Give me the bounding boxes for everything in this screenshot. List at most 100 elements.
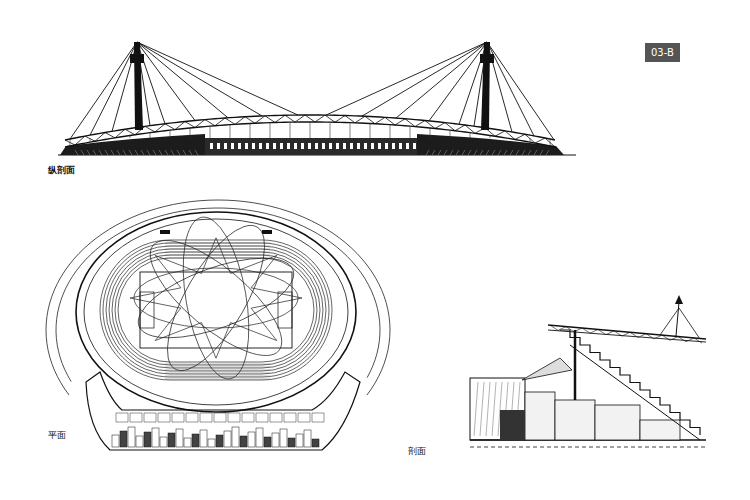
stay-cable [487,42,534,136]
column [574,330,577,405]
seat-row [468,150,471,155]
room [116,413,128,422]
hanger [410,126,411,138]
room [284,413,296,422]
room [176,429,183,447]
opening [378,143,381,149]
foundation-line [470,447,706,448]
room [272,433,279,447]
opening [406,143,409,149]
room [130,413,142,422]
room [296,434,303,447]
hanger [270,123,271,138]
canopy [522,358,572,380]
seat-row [111,150,114,155]
seat-row [456,150,459,155]
mast-arrow [675,295,683,304]
seat-row [450,150,453,155]
seat-row [195,150,198,155]
roof-cable-ring [129,242,304,354]
seat-row [486,150,489,155]
seat-row [105,150,108,155]
service-room [500,410,525,440]
seat-row [99,150,102,155]
room [304,430,311,447]
opening [350,143,353,149]
seat-row [444,150,447,155]
room [640,420,680,440]
room [152,428,159,447]
hanger [310,122,311,138]
room [595,405,640,440]
opening [336,143,339,149]
hatch [486,382,490,436]
seat-row [534,150,537,155]
opening [294,143,297,149]
stand-slab [570,345,700,440]
stay-cable [90,42,137,135]
seat-row [462,150,465,155]
sheet-number: 03-B [651,46,674,59]
room [186,413,198,422]
stay-cable [70,42,137,139]
hanger [90,138,91,142]
hanger [330,122,331,138]
room [200,430,207,447]
opening [259,143,262,149]
straight-lane [165,373,270,374]
seat-row [546,150,549,155]
stay-cable [660,308,700,339]
opening [399,143,402,149]
room [192,434,199,447]
drawing-title: 纵剖面 [47,165,76,176]
football-field [140,272,292,348]
room [136,436,143,447]
room [242,413,254,422]
room [208,439,215,447]
stay-cable [137,42,228,118]
opening [357,143,360,149]
seat-row [426,150,429,155]
opening [364,143,367,149]
hanger [230,125,231,138]
roof-cable-ring [134,268,298,328]
opening [308,143,311,149]
room [280,429,287,447]
hanger [370,123,371,138]
opening [238,143,241,149]
hatch [480,382,484,436]
room [264,437,271,447]
hanger [510,138,511,140]
basement-wall [470,378,525,440]
seat-row [165,150,168,155]
room [172,413,184,422]
room [158,413,170,422]
seat-row [540,150,543,155]
stay-cable [326,42,487,115]
room [144,432,151,447]
seat-row [141,150,144,155]
opening [231,143,234,149]
site-plan [46,200,390,450]
penalty-area [140,292,154,328]
stay-cable [137,42,298,115]
room [256,413,268,422]
roof-web [550,325,702,343]
roof-cable-ring [134,222,298,373]
straight-lane [165,379,270,380]
room [128,427,135,447]
stay-cable [429,42,487,121]
opening [343,143,346,149]
room [112,435,119,447]
opening [392,143,395,149]
hanger [130,135,131,138]
stay-cable [137,42,262,116]
room [200,413,212,422]
room [168,433,175,447]
opening [371,143,374,149]
room [120,431,127,447]
opening [301,143,304,149]
seat-row [432,150,435,155]
hanger [470,133,471,138]
straight-lane [165,255,270,256]
